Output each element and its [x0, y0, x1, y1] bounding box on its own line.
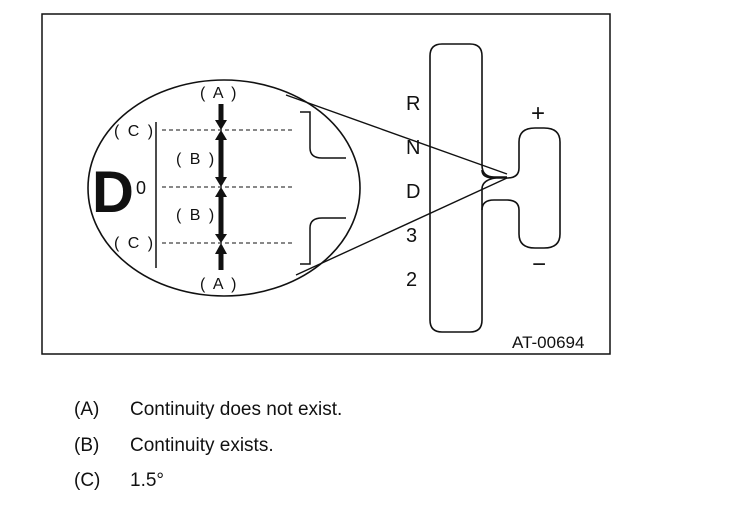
detent-notch-upper: [300, 111, 346, 159]
minus-sign: −: [532, 251, 546, 278]
label-b-upper: ( B ): [176, 151, 216, 168]
legend-text-c: 1.5°: [130, 470, 165, 491]
gear-label-r: R: [406, 93, 420, 115]
legend-item-a: (A) Continuity does not exist.: [74, 399, 342, 421]
gear-label-d: D: [406, 181, 420, 203]
arrow-head-upper-up: [215, 130, 227, 140]
zoom-ellipse: [87, 79, 361, 297]
figure-frame: [41, 13, 611, 355]
gear-label-n: N: [406, 137, 420, 159]
arrow-head-bottom-up: [215, 243, 227, 254]
label-c-upper: ( C ): [114, 123, 155, 140]
plus-sign: +: [531, 100, 545, 127]
legend-item-b: (B) Continuity exists.: [74, 435, 274, 457]
arrow-head-top-down: [215, 120, 227, 130]
label-a-bottom: ( A ): [200, 276, 238, 293]
shifter-manual-lobe: [481, 127, 561, 249]
center-zero-mark: 0: [136, 178, 146, 198]
legend-text-a: Continuity does not exist.: [130, 399, 343, 420]
label-a-top: ( A ): [200, 85, 238, 102]
big-d-letter: D: [92, 160, 134, 225]
legend-key-b: (B): [74, 435, 100, 456]
zoom-line-top: [285, 94, 508, 175]
legend-item-c: (C) 1.5°: [74, 470, 164, 492]
gear-label-2: 2: [406, 269, 417, 291]
arrow-head-lower-down: [215, 234, 227, 243]
zoom-line-bottom: [295, 177, 508, 276]
label-b-lower: ( B ): [176, 207, 216, 224]
arrow-head-center-down: [215, 177, 227, 187]
legend-text-b: Continuity exists.: [130, 435, 274, 456]
legend-key-c: (C): [74, 470, 101, 491]
detent-notch-lower: [300, 217, 346, 265]
figure-id: AT-00694: [512, 333, 584, 352]
legend-key-a: (A): [74, 399, 100, 420]
gear-label-3: 3: [406, 225, 417, 247]
arrow-head-center-up: [215, 187, 227, 197]
label-c-lower: ( C ): [114, 235, 155, 252]
shifter-gate: [429, 43, 508, 333]
